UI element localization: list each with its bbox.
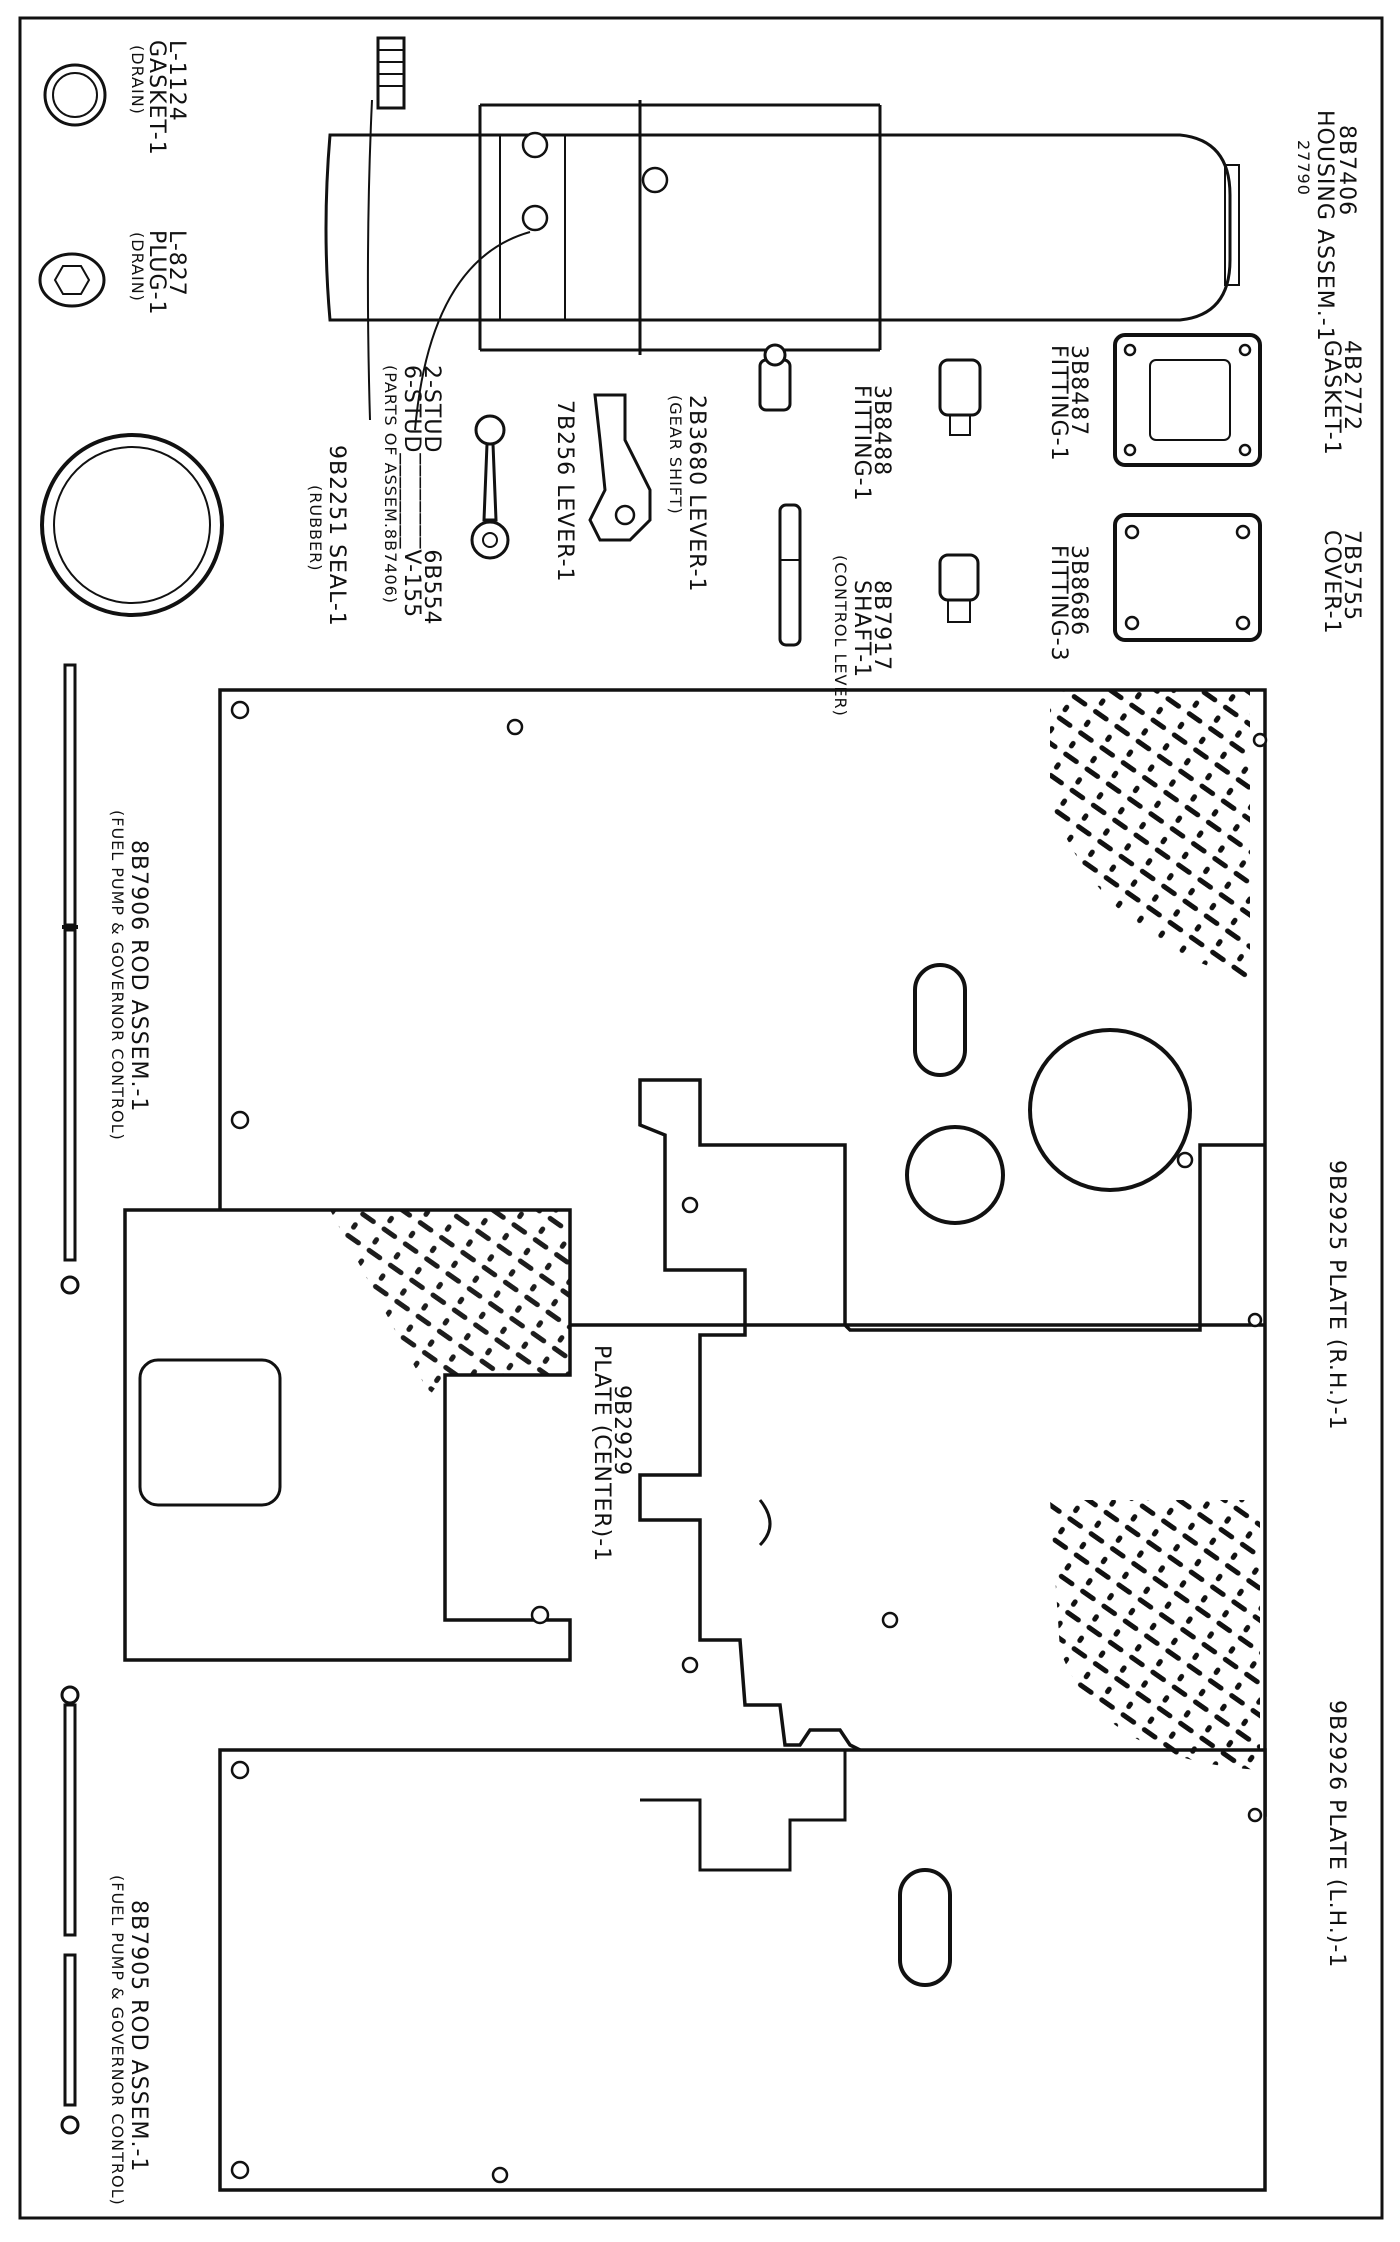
rod-8b7906-drawing [60,663,80,1295]
stud-note-label: (PARTS OF ASSEM.8B7406) [381,365,400,604]
fitting-488-part-label: 3B8488 [869,385,894,476]
housing-part-label: 8B7406 [1334,125,1359,216]
shaft-part-label: 8B7917 [869,580,894,671]
drain-gasket-name-label: GASKET-1 [144,40,169,156]
drain-plug-drawing [38,252,106,308]
fitting-686-part-label: 3B8686 [1066,545,1091,636]
cover-name-label: COVER-1 [1319,530,1344,635]
gasket-4b2772-part-label: 4B2772 [1339,340,1364,431]
plate-center-part-label: 9B2929 [609,1385,634,1476]
drain-gasket-part-label: L-1124 [164,40,189,122]
rod-905-note-label: (FUEL PUMP & GOVERNOR CONTROL) [108,1875,127,2206]
fitting-686-name-label: FITTING-3 [1046,545,1071,662]
rod-905-label: 8B7905 ROD ASSEM.-1 [126,1900,151,2172]
plate-center-drawing [123,1208,572,1662]
seal-note-label: (RUBBER) [306,485,325,572]
drain-plug-part-label: L-827 [164,230,189,297]
fitting-3b8487-drawing [938,358,982,436]
lever-label: 7B256 LEVER-1 [552,400,577,583]
drain-plug-note-label: (DRAIN) [128,232,147,302]
plate-rh-label: 9B2925 PLATE (R.H.)-1 [1324,1160,1349,1431]
housing-name-label: HOUSING ASSEM.-1 [1312,110,1337,342]
plate-lh-label: 9B2926 PLATE (L.H.)-1 [1324,1700,1349,1968]
plate-lh-drawing [218,1499,1267,2192]
gear-lever-label: 2B3680 LEVER-1 [684,395,709,593]
plate-center-name-label: PLATE (CENTER)-1 [589,1345,614,1562]
rod-906-label: 8B7906 ROD ASSEM.-1 [126,840,151,1112]
housing-assembly-drawing [324,36,1240,431]
cover-7b5755-drawing [1113,513,1262,642]
sheet-border [18,16,1384,2220]
stud-2-label: 2-STUD________6B554 [419,365,444,625]
fitting-3b8686-drawing [938,553,980,623]
cover-part-label: 7B5755 [1339,530,1364,621]
fitting-488-name-label: FITTING-1 [849,385,874,502]
gasket-4b2772-drawing [1113,333,1262,467]
lever-drawing [470,414,510,560]
seal-part-label: 9B2251 SEAL-1 [324,445,349,627]
gear-lever-note-label: (GEAR SHIFT) [666,395,685,515]
control-shaft-drawing [778,503,802,647]
drain-gasket-note-label: (DRAIN) [128,45,147,115]
plate-rh-drawing [218,688,1268,1817]
shaft-note-label: (CONTROL LEVER) [831,555,850,717]
fitting-3b8488-drawing [758,343,792,412]
fitting-487-name-label: FITTING-1 [1046,345,1071,462]
rod-906-note-label: (FUEL PUMP & GOVERNOR CONTROL) [108,810,127,1141]
shaft-name-label: SHAFT-1 [849,580,874,678]
housing-code-label: 27790 [1294,140,1313,196]
rubber-seal-drawing [40,433,224,617]
gear-shift-lever-drawing [588,393,652,542]
stud-6-label: 6-STUD________V-155 [399,365,424,618]
rod-8b7905-drawing [60,1685,80,2135]
fitting-487-part-label: 3B8487 [1066,345,1091,436]
drain-plug-name-label: PLUG-1 [144,230,169,316]
drain-gasket-drawing [43,63,107,127]
gasket-4b2772-name-label: GASKET-1 [1319,340,1344,456]
